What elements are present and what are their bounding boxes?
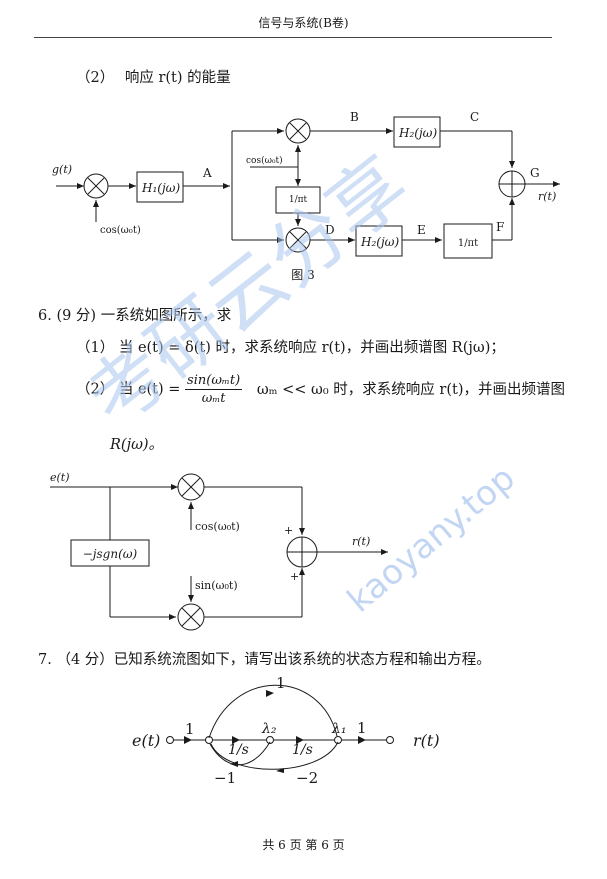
q6-part2-rest: ωₘ << ω₀ 时，求系统响应 r(t)，并画出频谱图: [256, 381, 565, 398]
q7-label-r: r(t): [413, 731, 440, 750]
label-hilbert-mid: 1/πt: [289, 195, 308, 205]
q6-label-cos: cos(ω₀t): [195, 520, 240, 533]
page-header: 信号与系统(B卷): [258, 16, 349, 30]
q6-label-sgn: −jsgn(ω): [83, 547, 138, 561]
node-lambda1: [334, 736, 342, 744]
q6-part1: （1） 当 e(t) = δ(t) 时，求系统响应 r(t)，并画出频谱图 R(…: [76, 340, 505, 356]
q7-gain-top: 1: [276, 674, 286, 692]
q7-title: 7. （4 分）已知系统流图如下，请写出该系统的状态方程和输出方程。: [38, 652, 491, 668]
q7-gain-int2: 1/s: [292, 742, 313, 758]
q7-lambda1: λ₁: [331, 721, 347, 737]
q7-gain-in: 1: [185, 720, 195, 738]
H1-block: [136, 171, 184, 203]
q6-title: 6. (9 分) 一系统如图所示，求: [38, 308, 232, 324]
q6-part2-tail: R(jω)。: [110, 437, 164, 453]
q6-fraction: sin(ωₘt) ωₘt: [185, 372, 243, 407]
node-lambda2: [266, 736, 274, 744]
node-e: [166, 736, 174, 744]
q7-gain-int1: 1/s: [228, 742, 249, 758]
H2-block-bottom: [355, 225, 403, 257]
hilbert-block-bottom: [443, 223, 493, 259]
label-hilbert-bottom: 1/πt: [458, 238, 478, 249]
label-C: C: [470, 110, 479, 124]
node-r: [386, 736, 394, 744]
q7-label-e: e(t): [132, 731, 160, 750]
label-cos-top: cos(ω₀t): [246, 155, 283, 166]
label-F: F: [496, 220, 504, 234]
label-H1: H₁(jω): [141, 181, 180, 195]
label-D: D: [325, 223, 335, 237]
q6-plus-bottom: +: [290, 570, 299, 583]
q6-fraction-numerator: sin(ωₘt): [185, 373, 243, 390]
q6-label-e: e(t): [50, 471, 70, 484]
label-cos-in: cos(ω₀t): [100, 225, 141, 236]
label-H2-top: H₂(jω): [398, 126, 437, 140]
label-r-out: r(t): [538, 190, 556, 203]
q6-part2: （2） 当 e(t) = sin(ωₘt) ωₘt ωₘ << ω₀ 时，求系统…: [76, 372, 565, 407]
q6-fraction-denominator: ωₘt: [201, 391, 226, 406]
label-g: g(t): [52, 163, 72, 176]
q6-label-r: r(t): [352, 535, 370, 548]
q7-lambda2: λ₂: [261, 721, 277, 737]
q5-part2-text: 响应 r(t) 的能量: [124, 70, 231, 86]
label-E: E: [417, 223, 426, 237]
label-G: G: [530, 166, 540, 180]
figure-3-caption: 图 3: [291, 268, 314, 282]
label-H2-bottom: H₂(jω): [360, 235, 399, 249]
q5-part2: （2） 响应 r(t) 的能量: [76, 66, 231, 87]
label-B: B: [350, 110, 359, 124]
q5-part2-label: （2）: [76, 70, 115, 86]
q7-feedback-2: −2: [296, 769, 318, 787]
q7-feedback-1: −1: [214, 769, 236, 787]
page-footer: 共 6 页 第 6 页: [262, 838, 345, 852]
q6-plus-top: +: [284, 524, 293, 537]
H2-block-top: [393, 116, 441, 148]
header-rule: [34, 37, 552, 38]
q7-gain-out: 1: [357, 719, 367, 737]
q6-part2-label: （2） 当 e(t) =: [76, 381, 181, 398]
q6-label-sin: sin(ω₀t): [195, 579, 238, 592]
label-A: A: [202, 166, 212, 180]
